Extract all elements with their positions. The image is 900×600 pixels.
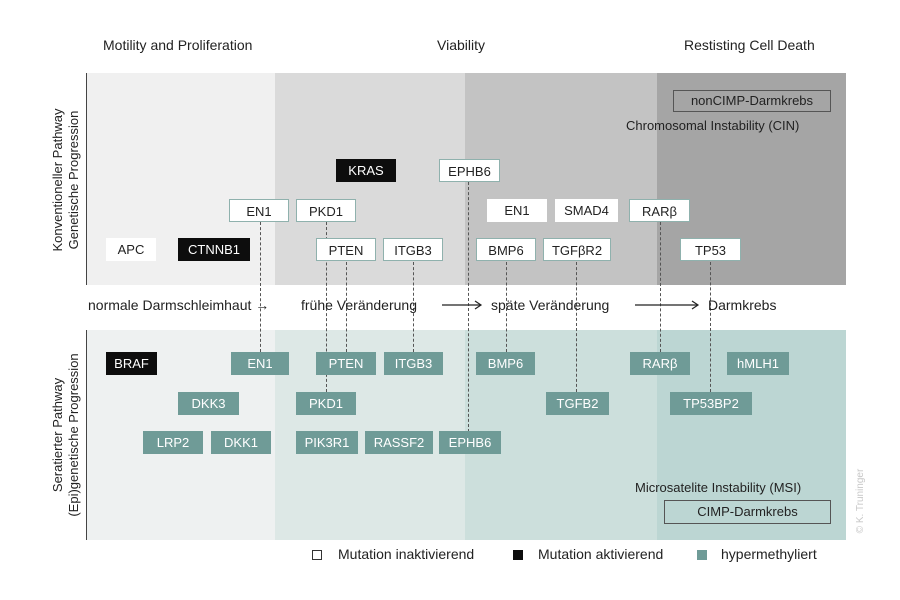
top-side-label-line2: Genetische Progression: [66, 110, 81, 250]
gene-ephb6-top: EPHB6: [439, 159, 500, 182]
connector-pkd1: [326, 222, 327, 392]
connector-pten: [346, 262, 347, 352]
gene-ephb6-bottom: EPHB6: [439, 431, 501, 454]
gene-pik3r1: PIK3R1: [296, 431, 358, 454]
arrow-early-late: [442, 300, 483, 310]
gene-pten-top: PTEN: [316, 238, 376, 261]
gene-bmp6-top: BMP6: [476, 238, 536, 261]
connector-itgb3: [413, 262, 414, 352]
top-panel-left-border: [86, 73, 87, 285]
legend-swatch-activating: [513, 550, 523, 560]
legend-hypermethylated: hypermethyliert: [721, 546, 817, 562]
legend-swatch-inactivating: [312, 550, 322, 560]
connector-tp53: [710, 262, 711, 392]
bottom-panel-left-border: [86, 330, 87, 540]
gene-dkk1: DKK1: [211, 431, 271, 454]
gene-tp53: TP53: [680, 238, 741, 261]
gene-hmlh1: hMLH1: [727, 352, 789, 375]
column-heading-cell-death: Restisting Cell Death: [684, 37, 815, 53]
gene-rarb-top: RARβ: [629, 199, 690, 222]
gene-braf: BRAF: [106, 352, 157, 375]
gene-pkd1-bottom: PKD1: [296, 392, 356, 415]
column-heading-motility: Motility and Proliferation: [103, 37, 253, 53]
stage-normal: normale Darmschleimhaut →: [88, 297, 270, 313]
gene-en1-bottom: EN1: [231, 352, 289, 375]
top-side-label-line1: Konventioneller Pathway: [50, 108, 65, 252]
gene-itgb3-bottom: ITGB3: [384, 352, 443, 375]
legend-swatch-hypermethylated: [697, 550, 707, 560]
bottom-side-label-line2: (Epi)genetische Progression: [66, 353, 81, 517]
gene-pkd1-top: PKD1: [296, 199, 356, 222]
connector-en1: [260, 222, 261, 352]
gene-bmp6-bottom: BMP6: [476, 352, 535, 375]
gene-itgb3-top: ITGB3: [383, 238, 443, 261]
gene-apc: APC: [106, 238, 156, 261]
connector-rarb: [660, 222, 661, 352]
arrow-late-cancer: [635, 300, 700, 310]
gene-en1-late: EN1: [487, 199, 547, 222]
gene-en1-top: EN1: [229, 199, 289, 222]
gene-rarb-bottom: RARβ: [630, 352, 690, 375]
credit-text: © K. Truninger: [855, 468, 866, 534]
column-heading-viability: Viability: [437, 37, 485, 53]
gene-smad4: SMAD4: [555, 199, 618, 222]
stage-late: späte Veränderung: [491, 297, 610, 313]
gene-dkk3: DKK3: [178, 392, 239, 415]
connector-tgfbr2: [576, 262, 577, 392]
bottom-side-label: Seratierter Pathway (Epi)genetische Prog…: [50, 320, 84, 550]
gene-tgfbr2: TGFβR2: [543, 238, 611, 261]
connector-ephb6: [468, 182, 469, 432]
gene-pten-bottom: PTEN: [316, 352, 376, 375]
legend-activating: Mutation aktivierend: [538, 546, 664, 562]
gene-rassf2: RASSF2: [365, 431, 433, 454]
top-side-label: Konventioneller Pathway Genetische Progr…: [50, 90, 84, 270]
noncimp-endpoint-box: nonCIMP-Darmkrebs: [673, 90, 831, 112]
legend-inactivating: Mutation inaktivierend: [338, 546, 475, 562]
connector-bmp6: [506, 262, 507, 352]
msi-label: Microsatelite Instability (MSI): [635, 480, 802, 495]
gene-tp53bp2: TP53BP2: [670, 392, 752, 415]
gene-ctnnb1: CTNNB1: [178, 238, 250, 261]
cimp-endpoint-box: CIMP-Darmkrebs: [664, 500, 831, 524]
cin-label: Chromosomal Instability (CIN): [626, 118, 800, 133]
gene-lrp2: LRP2: [143, 431, 203, 454]
gene-kras: KRAS: [336, 159, 396, 182]
bottom-side-label-line1: Seratierter Pathway: [50, 377, 65, 493]
stage-cancer: Darmkrebs: [708, 297, 777, 313]
gene-tgfb2: TGFB2: [546, 392, 609, 415]
stage-early: frühe Veränderung: [301, 297, 417, 313]
